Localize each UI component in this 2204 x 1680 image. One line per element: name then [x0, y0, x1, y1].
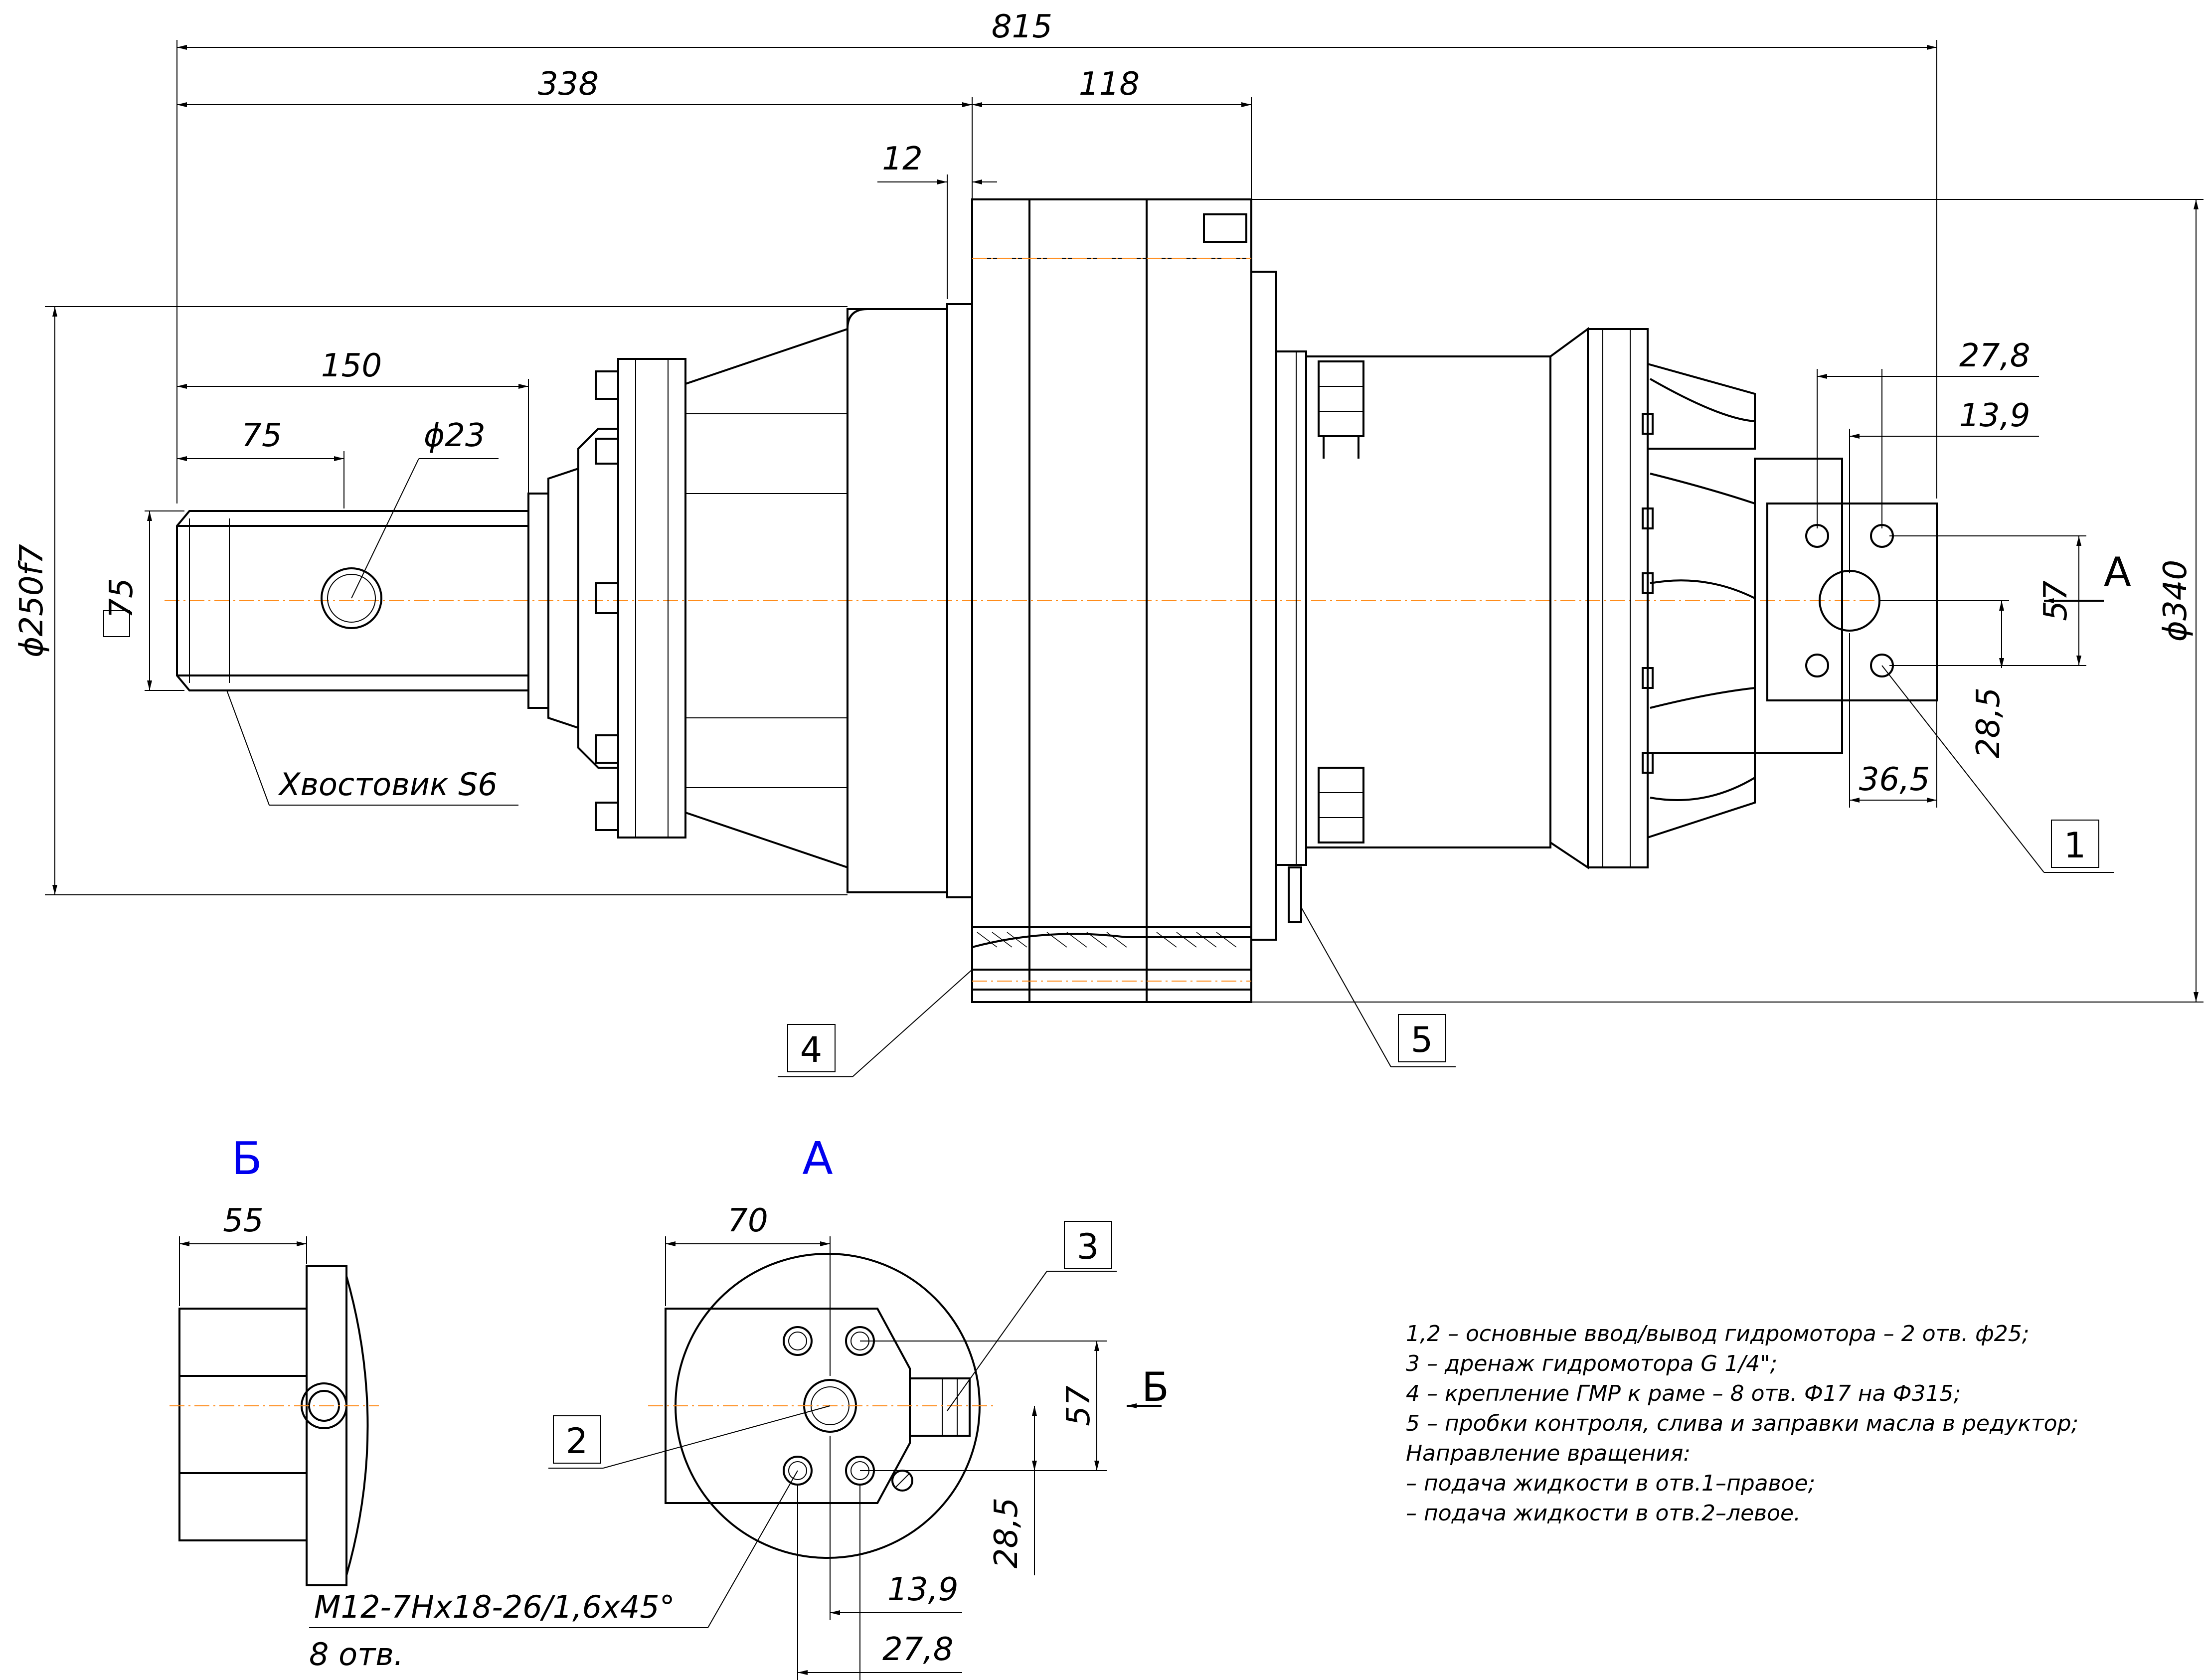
shank-leader: Хвостовик S6 [226, 690, 518, 806]
view-a: A 70 57 28,5 13,9 27, [309, 1133, 1169, 1680]
reducer-housing [684, 303, 973, 898]
tag-5: 5 [1411, 1019, 1433, 1060]
tag-3: 3 [1077, 1226, 1099, 1267]
dim-dia-250: ϕ250f7 [13, 544, 50, 658]
dim-dia-23: ϕ23 [424, 417, 486, 454]
tag-2-group: 2 [548, 1405, 831, 1469]
dim-12: 12 [882, 141, 922, 177]
notes: 1,2 – основные ввод/вывод гидромотора – … [1406, 1321, 2078, 1526]
port-hole [1805, 654, 1829, 677]
shank-pin-hole [321, 567, 382, 629]
tag-5-group: 5 [1301, 907, 1456, 1067]
main-flange [971, 198, 1252, 1003]
dim-13-9: 13,9 [1959, 397, 2031, 434]
note-2: 3 – дренаж гидромотора G 1/4"; [1406, 1351, 1777, 1376]
main-view: 815 338 118 12 150 75 ϕ23 75 [13, 8, 2204, 1077]
motor-plate [1250, 271, 1307, 941]
note-4: 5 – пробки контроля, слива и заправки ма… [1406, 1411, 2078, 1436]
dim-a-57: 57 [1060, 1385, 1097, 1426]
section-hatch [972, 932, 1251, 948]
tag-4-group: 4 [778, 969, 973, 1077]
thread-callout: M12-7Hx18-26/1,6x45° 8 отв. [309, 1470, 798, 1673]
view-b-title: Б [231, 1133, 262, 1185]
note-1: 1,2 – основные ввод/вывод гидромотора – … [1406, 1321, 2030, 1346]
tag-1: 1 [2064, 825, 2086, 866]
dim-a-28-5: 28,5 [988, 1498, 1025, 1569]
holes-count: 8 отв. [309, 1636, 403, 1673]
oil-plug [1288, 866, 1302, 923]
dim-338: 338 [538, 66, 599, 103]
dim-square-75: 75 [103, 578, 140, 618]
view-a-arrow-label: A [2104, 549, 2131, 595]
dim-75: 75 [241, 417, 282, 454]
dim-dia-340: ϕ340 [2157, 560, 2194, 642]
dim-150: 150 [321, 347, 382, 384]
view-a-arrow: A [2044, 549, 2131, 603]
tag-2: 2 [566, 1421, 588, 1462]
dim-36-5: 36,5 [1859, 761, 1930, 798]
hydraulic-motor [1305, 327, 1756, 869]
dim-a-70: 70 [727, 1202, 768, 1239]
dim-28-5: 28,5 [1970, 687, 2007, 759]
note-6: – подача жидкости в отв.1–правое; [1406, 1471, 1815, 1496]
view-b: Б 55 [170, 1133, 379, 1586]
note-5: Направление вращения: [1406, 1441, 1691, 1466]
dimensions: 815 338 118 12 150 75 ϕ23 75 [13, 8, 2204, 1003]
dim-b-55: 55 [223, 1202, 263, 1239]
view-b-arrow-label: Б [1142, 1364, 1169, 1410]
port-block [1754, 458, 1938, 754]
dim-118: 118 [1079, 66, 1140, 103]
dim-27-8: 27,8 [1959, 337, 2031, 374]
view-a-title: A [802, 1133, 833, 1185]
tag-4: 4 [800, 1029, 823, 1070]
shank [176, 467, 579, 729]
square-symbol [103, 610, 130, 637]
dim-overall-length: 815 [992, 8, 1052, 45]
flange-bolts [595, 370, 619, 831]
note-7: – подача жидкости в отв.2–левое. [1406, 1501, 1801, 1526]
shank-label: Хвостовик S6 [278, 766, 498, 803]
motor-fins [1642, 363, 1756, 839]
view-b-arrow: Б [1127, 1364, 1169, 1410]
thread-spec: M12-7Hx18-26/1,6x45° [314, 1589, 675, 1625]
tag-1-group: 1 [1881, 665, 2114, 873]
dim-a-27-8: 27,8 [882, 1631, 954, 1668]
motor-nuts [1318, 360, 1364, 843]
dim-a-13-9: 13,9 [887, 1571, 959, 1608]
tag-3-group: 3 [947, 1221, 1117, 1411]
note-3: 4 – крепление ГМР к раме – 8 отв. Ф17 на… [1406, 1381, 1961, 1406]
input-flange [577, 358, 686, 839]
